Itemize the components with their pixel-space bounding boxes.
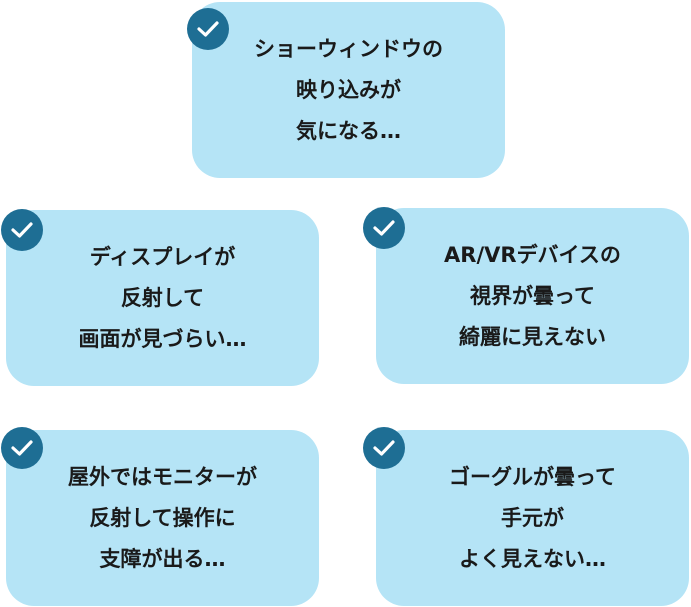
card-text-line: 手元が	[501, 505, 564, 530]
concern-card-5: ゴーグルが曇って 手元が よく見えない…	[376, 430, 689, 606]
card-text-line: よく見えない…	[459, 546, 606, 571]
check-icon	[363, 207, 405, 249]
card-text-line: 映り込みが	[296, 77, 401, 102]
card-text-line: 画面が見づらい…	[78, 326, 247, 351]
card-text-line: 綺麗に見えない	[459, 324, 606, 349]
check-icon	[1, 209, 43, 251]
concern-card-1: ショーウィンドウの 映り込みが 気になる…	[192, 2, 505, 178]
concern-card-4: 屋外ではモニターが 反射して操作に 支障が出る…	[6, 430, 319, 606]
concern-card-2: ディスプレイが 反射して 画面が見づらい…	[6, 210, 319, 386]
card-text-line: ディスプレイが	[89, 244, 236, 269]
card-text-line: 屋外ではモニターが	[68, 464, 257, 489]
card-text-line: 気になる…	[296, 118, 401, 143]
concern-card-3: AR/VRデバイスの 視界が曇って 綺麗に見えない	[376, 208, 689, 384]
card-text-line: 反射して	[120, 285, 205, 310]
check-icon	[363, 427, 405, 469]
check-icon	[1, 427, 43, 469]
check-icon	[187, 8, 229, 50]
card-text-line: 視界が曇って	[470, 283, 595, 308]
card-text-line: AR/VRデバイスの	[444, 242, 621, 267]
card-text-line: ショーウィンドウの	[254, 36, 443, 61]
card-text-line: ゴーグルが曇って	[449, 464, 616, 489]
card-text-line: 反射して操作に	[89, 505, 236, 530]
card-text-line: 支障が出る…	[99, 546, 226, 571]
